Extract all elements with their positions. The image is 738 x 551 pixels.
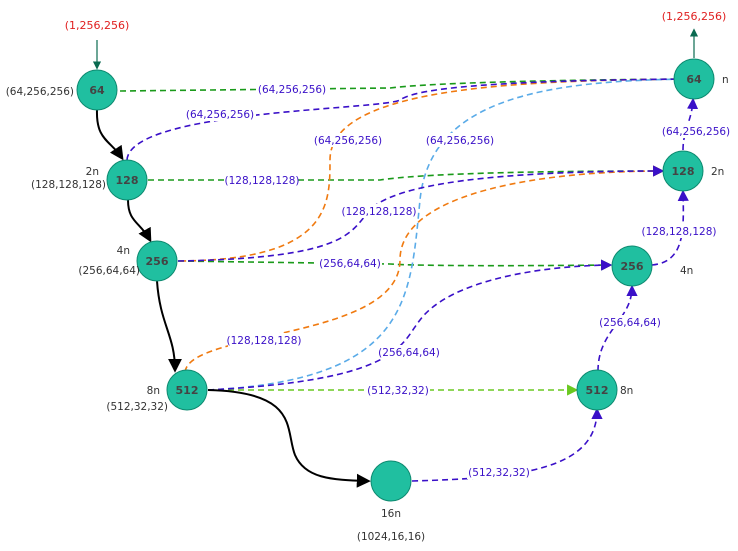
- edge-label-skip-256: (256,64,64): [318, 256, 382, 270]
- encoder-edge-128-256: [127, 199, 152, 243]
- shape-label-64: (64,256,256): [6, 86, 74, 98]
- svg-text:(64,256,256): (64,256,256): [186, 109, 254, 121]
- purple-edge-512-to-256: [207, 259, 613, 391]
- svg-text:(256,64,64): (256,64,64): [319, 258, 381, 270]
- encoder-node-512: 512: [166, 369, 208, 411]
- edge-label-dec128-to-64: (64,256,256): [184, 107, 256, 121]
- edge-label-skip-64: (64,256,256): [256, 82, 328, 96]
- edge-label-orange-512-to-128: (128,128,128): [227, 333, 302, 347]
- node-label: 128: [672, 165, 695, 178]
- shape-label-128: (128,128,128): [31, 179, 106, 191]
- output-shape-label: (1,256,256): [662, 10, 727, 23]
- svg-text:(256,64,64): (256,64,64): [378, 347, 440, 359]
- svg-text:(128,128,128): (128,128,128): [342, 206, 417, 218]
- svg-text:(128,128,128): (128,128,128): [225, 175, 300, 187]
- decoder-node-256: 256: [611, 245, 653, 287]
- node-label: 512: [586, 384, 609, 397]
- edge-label-skip-512: (512,32,32): [366, 383, 430, 397]
- edge-label-dec256-to-128: (128,128,128): [342, 204, 417, 218]
- scale-label-8n: 8n: [147, 385, 160, 397]
- purple-edge-dec512-to-dec256: [597, 284, 638, 372]
- encoder-edge-512-bottleneck: [207, 389, 371, 488]
- node-label: 512: [176, 384, 199, 397]
- input-shape-label: (1,256,256): [65, 19, 130, 32]
- edge-label-dec64-up: (64,256,256): [660, 124, 732, 138]
- scale-label-4n: 4n: [117, 245, 130, 257]
- svg-text:(64,256,256): (64,256,256): [258, 84, 326, 96]
- node-label: 64: [89, 84, 105, 97]
- decoder-node-64: 64: [673, 58, 715, 100]
- decoder-scale-2n: 2n: [711, 166, 724, 178]
- decoder-scale-n: n: [722, 74, 729, 86]
- encoder-edge-256-512: [156, 280, 182, 373]
- decoder-node-128: 128: [662, 150, 704, 192]
- scale-label-16n: 16n: [381, 508, 401, 520]
- svg-text:(64,256,256): (64,256,256): [426, 135, 494, 147]
- svg-text:(256,64,64): (256,64,64): [599, 317, 661, 329]
- scale-label-2n: 2n: [86, 166, 99, 178]
- edge-label-bottleneck-up: (512,32,32): [467, 465, 531, 479]
- skip-edge-64: [119, 73, 698, 92]
- decoder-scale-8n: 8n: [620, 385, 633, 397]
- edge-label-dec256-up-128: (128,128,128): [642, 224, 717, 238]
- edge-label-skip-128: (128,128,128): [225, 173, 300, 187]
- blue-edge-512-to-64: [207, 73, 698, 391]
- node-label: 256: [146, 255, 169, 268]
- encoder-node-64: 64: [76, 69, 118, 111]
- shape-label-512: (512,32,32): [106, 401, 168, 413]
- edge-label-dec512-up-256: (256,64,64): [598, 315, 662, 329]
- svg-text:(128,128,128): (128,128,128): [227, 335, 302, 347]
- encoder-edge-64-128: [95, 109, 124, 161]
- decoder-scale-4n: 4n: [680, 265, 693, 277]
- svg-text:(512,32,32): (512,32,32): [367, 385, 429, 397]
- purple-edge-256-to-128: [177, 165, 665, 262]
- svg-text:(64,256,256): (64,256,256): [662, 126, 730, 138]
- purple-edge-bottleneck-to-512: [411, 407, 603, 482]
- svg-text:(64,256,256): (64,256,256): [314, 135, 382, 147]
- node-label: 128: [116, 174, 139, 187]
- encoder-node-256: 256: [136, 240, 178, 282]
- orange-edge-256-to-64: [179, 73, 698, 262]
- shape-label-256: (256,64,64): [78, 265, 140, 277]
- shape-label-1024: (1024,16,16): [357, 531, 425, 543]
- bottleneck-node: [370, 460, 412, 502]
- encoder-node-128: 128: [106, 159, 148, 201]
- node-label: 64: [686, 73, 702, 86]
- edge-label-orange-256-to-64: (64,256,256): [312, 133, 384, 147]
- edge-label-dec512-to-256: (256,64,64): [377, 345, 441, 359]
- svg-text:(512,32,32): (512,32,32): [468, 467, 530, 479]
- skip-edge-128: [148, 165, 665, 181]
- purple-edge-128-to-64: [126, 73, 698, 161]
- decoder-node-512: 512: [576, 369, 618, 411]
- svg-text:(128,128,128): (128,128,128): [642, 226, 717, 238]
- node-label: 256: [621, 260, 644, 273]
- skip-edge-256: [177, 259, 613, 271]
- edge-label-blue-512-to-64: (64,256,256): [424, 133, 496, 147]
